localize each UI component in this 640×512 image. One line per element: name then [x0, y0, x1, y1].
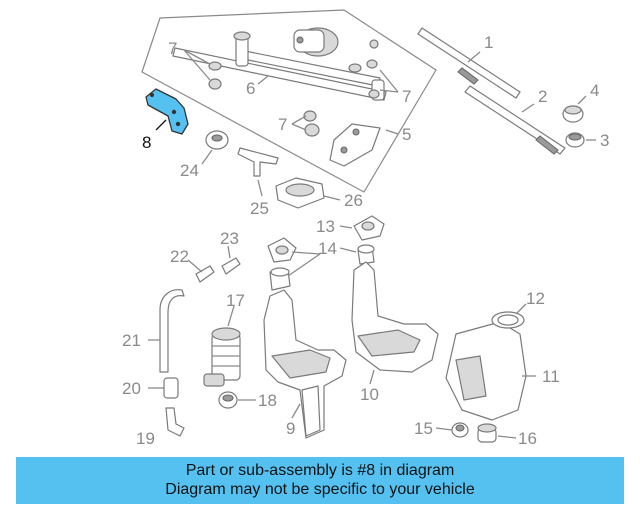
callout-21: 21 — [122, 331, 141, 350]
callout-2: 2 — [538, 87, 547, 106]
bracket-part-8 — [145, 88, 189, 135]
callout-18: 18 — [258, 391, 277, 410]
callout-15: 15 — [414, 419, 433, 438]
banner-line-2: Diagram may not be specific to your vehi… — [165, 481, 475, 498]
washer-tank-11 — [445, 311, 527, 421]
callout-8: 8 — [142, 133, 151, 152]
callout-7a: 7 — [168, 39, 177, 58]
small-parts-left-column — [267, 237, 297, 291]
callout-labels: 1 2 3 4 5 6 7 7 7 8 9 10 11 12 13 14 15 … — [122, 33, 609, 448]
callout-24: 24 — [180, 161, 199, 180]
leader-line-8 — [155, 119, 167, 131]
callout-4: 4 — [590, 81, 599, 100]
wiper-arm-and-blade — [417, 27, 566, 155]
callout-19: 19 — [136, 429, 155, 448]
hose-and-connectors — [159, 257, 241, 437]
banner-line-1: Part or sub-assembly is #8 in diagram — [185, 462, 455, 479]
parts-diagram: 1 2 3 4 5 6 7 7 7 8 9 10 11 12 13 14 15 … — [122, 9, 609, 448]
small-parts-13-14 — [353, 215, 385, 265]
callout-10: 10 — [360, 385, 379, 404]
callout-7c: 7 — [278, 115, 287, 134]
pumps-15-16 — [451, 422, 497, 443]
callout-20: 20 — [122, 379, 141, 398]
callout-13: 13 — [316, 217, 335, 236]
pivot-caps — [562, 105, 585, 148]
washer-reservoir-9 — [263, 289, 347, 439]
callout-12: 12 — [526, 289, 545, 308]
info-banner: Part or sub-assembly is #8 in diagram Di… — [16, 457, 624, 504]
callout-22: 22 — [170, 247, 189, 266]
washer-pump-17 — [203, 327, 241, 409]
callout-11: 11 — [542, 367, 560, 386]
leader-lines — [148, 49, 596, 439]
callout-7b: 7 — [402, 87, 411, 106]
callout-3: 3 — [600, 131, 609, 150]
callout-1: 1 — [484, 33, 493, 52]
wiper-linkage-assembly — [141, 9, 437, 193]
callout-17: 17 — [226, 291, 245, 310]
washer-reservoir-10 — [351, 261, 439, 373]
small-parts-24-25-26 — [205, 130, 325, 209]
callout-6: 6 — [246, 79, 255, 98]
callout-25: 25 — [250, 199, 269, 218]
callout-14: 14 — [318, 239, 337, 258]
callout-23: 23 — [220, 229, 239, 248]
callout-5: 5 — [402, 125, 411, 144]
callout-9: 9 — [286, 419, 295, 438]
callout-26: 26 — [344, 191, 363, 210]
callout-16: 16 — [518, 429, 537, 448]
